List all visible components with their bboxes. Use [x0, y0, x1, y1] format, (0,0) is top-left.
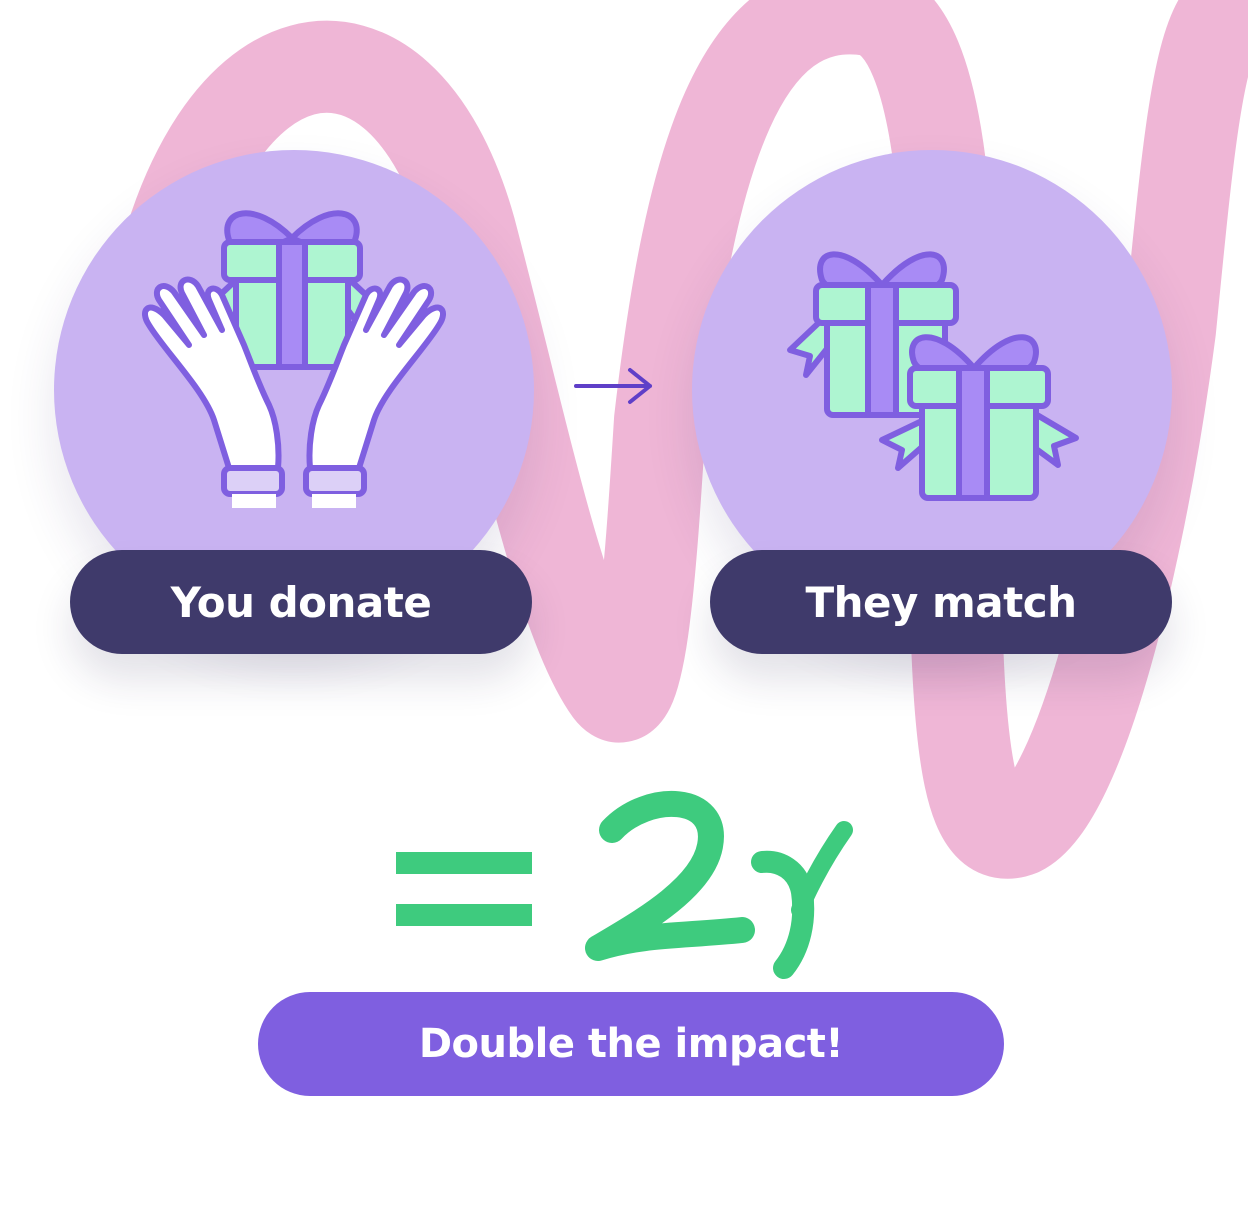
match-step-label: They match	[710, 550, 1172, 654]
donate-step-label: You donate	[70, 550, 532, 654]
two-gifts-icon	[787, 251, 1079, 501]
equals-2x-graphic	[396, 790, 853, 979]
multiplier-2x-handwritten	[585, 790, 853, 979]
equals-icon	[396, 852, 532, 926]
arrow-right-icon	[574, 368, 652, 404]
double-impact-label: Double the impact!	[258, 992, 1004, 1096]
hands-holding-gift-icon	[142, 210, 446, 508]
